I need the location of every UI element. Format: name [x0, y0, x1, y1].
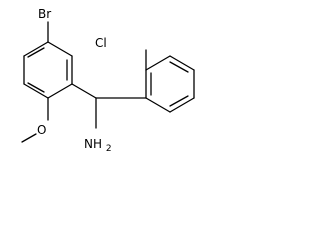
right-benzene-ring — [145, 55, 195, 113]
atom-label-amine: NH 2 — [84, 137, 112, 154]
left-benzene-ring — [23, 41, 73, 99]
bond-ring-ch — [71, 83, 97, 99]
double-bond-inner — [169, 61, 189, 73]
bond — [23, 83, 49, 99]
bond — [47, 41, 73, 57]
bond — [169, 55, 195, 71]
atom-label-bromine: Br — [38, 7, 51, 21]
bond — [145, 97, 171, 113]
bond — [145, 55, 171, 71]
amine-text: NH — [84, 137, 102, 151]
double-bond-inner — [27, 82, 45, 93]
substituent-bonds — [21, 21, 147, 143]
bond — [169, 97, 195, 113]
bond — [47, 83, 73, 99]
atom-label-oxygen: O — [37, 123, 46, 137]
double-bond-inner — [27, 47, 45, 58]
chemical-structure: Br Cl O NH 2 — [21, 7, 195, 154]
double-bond-inner — [169, 95, 189, 107]
amine-subscript: 2 — [106, 144, 112, 154]
bond-o-methyl — [21, 133, 37, 143]
bond — [23, 41, 49, 57]
atom-label-chlorine: Cl — [95, 36, 107, 50]
